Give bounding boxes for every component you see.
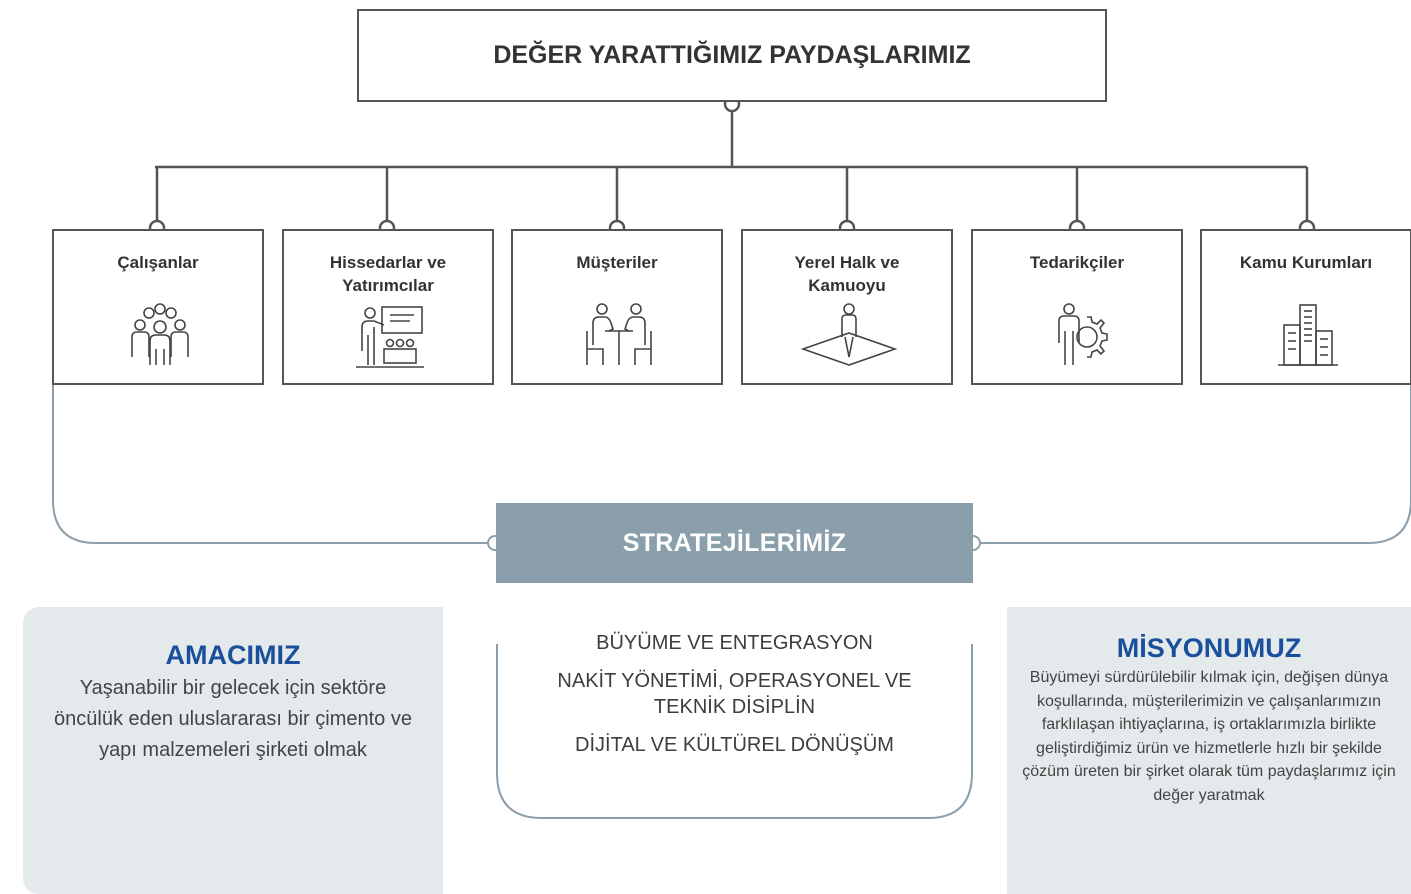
- purpose-heading: AMACIMIZ: [165, 640, 301, 670]
- stakeholder-label: Yerel Halk ve Kamuoyu: [794, 253, 900, 295]
- strategy-item: NAKİT YÖNETİMİ, OPERASYONEL VE TEKNİK Dİ…: [557, 670, 912, 718]
- government-building-icon: [1278, 304, 1338, 366]
- stakeholder-label: Hissedarlar ve Yatırımcılar: [329, 253, 447, 295]
- stakeholder-card-customers: Müşteriler: [511, 229, 723, 385]
- meeting-table-icon: [586, 303, 652, 365]
- mission-text: Büyümeyi sürdürülebilir kılmak için, değ…: [1022, 669, 1396, 804]
- presentation-audience-icon: [356, 306, 424, 368]
- person-gear-icon: [1058, 303, 1108, 365]
- page-title: DEĞER YARATTIĞIMIZ PAYDAŞLARIMIZ: [357, 9, 1107, 102]
- purpose-text: Yaşanabilir bir gelecek için sektöre önc…: [54, 677, 412, 761]
- strategy-item: BÜYÜME VE ENTEGRASYON: [596, 632, 873, 654]
- purpose-panel: AMACIMIZ Yaşanabilir bir gelecek için se…: [23, 607, 443, 894]
- mission-heading: MİSYONUMUZ: [1116, 633, 1302, 663]
- stakeholder-label: Tedarikçiler: [1029, 253, 1125, 272]
- stakeholder-card-suppliers: Tedarikçiler: [971, 229, 1183, 385]
- group-people-icon: [131, 303, 189, 365]
- stakeholder-label: Müşteriler: [576, 253, 658, 272]
- stakeholder-card-public: Yerel Halk ve Kamuoyu: [741, 229, 953, 385]
- stakeholder-card-employees: Çalışanlar: [52, 229, 264, 385]
- strategy-list: BÜYÜME VE ENTEGRASYON NAKİT YÖNETİMİ, OP…: [497, 630, 972, 758]
- strategy-item: DİJİTAL VE KÜLTÜREL DÖNÜŞÜM: [575, 734, 894, 756]
- strategy-title-bar: STRATEJİLERİMİZ: [496, 503, 973, 583]
- mission-panel: MİSYONUMUZ Büyümeyi sürdürülebilir kılma…: [1007, 607, 1411, 894]
- stakeholder-card-shareholders: Hissedarlar ve Yatırımcılar: [282, 229, 494, 385]
- stakeholder-card-government: Kamu Kurumları: [1200, 229, 1411, 385]
- stakeholder-label: Kamu Kurumları: [1239, 253, 1373, 272]
- stakeholder-label: Çalışanlar: [117, 253, 199, 272]
- person-on-map-icon: [800, 303, 898, 366]
